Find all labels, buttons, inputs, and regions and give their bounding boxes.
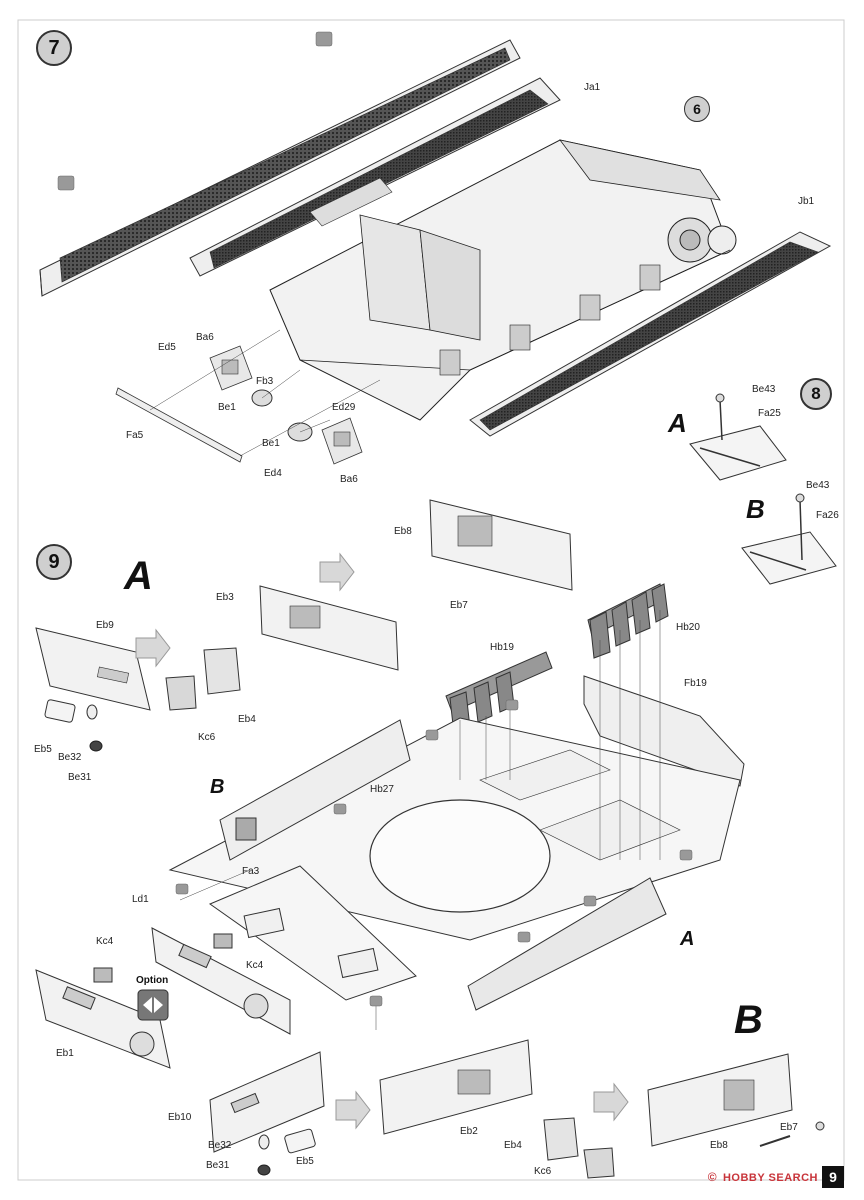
label-eb5-top: Eb5: [34, 744, 52, 755]
part-ld1: [151, 927, 291, 1035]
guide-lines-step9: [179, 610, 661, 1030]
hull-body: [269, 139, 737, 421]
hatch-fa25: [689, 393, 787, 481]
label-hb19: Hb19: [490, 642, 514, 653]
arrow-a-1: [135, 628, 171, 668]
label-ba6-low: Ba6: [340, 474, 358, 485]
label-be32-top: Be32: [58, 752, 82, 763]
plate-eb10: [209, 1051, 325, 1153]
label-eb10: Eb10: [168, 1112, 192, 1123]
label-eb4-top: Eb4: [238, 714, 256, 725]
plate-b-finished: [647, 1053, 825, 1147]
label-ba6-top: Ba6: [196, 332, 214, 343]
label-kc6-top: Kc6: [198, 732, 216, 743]
part-ba6-lower: [321, 417, 363, 465]
label-fa3: Fa3: [242, 866, 260, 877]
label-eb8-low: Eb8: [710, 1140, 728, 1151]
step-9-number: 9: [36, 544, 72, 580]
label-fa26: Fa26: [816, 510, 839, 521]
label-fa25: Fa25: [758, 408, 781, 419]
variant-a-side: A: [680, 928, 695, 950]
label-be43-b: Be43: [806, 480, 830, 491]
label-be1-top: Be1: [218, 402, 236, 413]
label-kc6-low: Kc6: [534, 1166, 552, 1177]
variant-b-step8: B: [746, 494, 765, 524]
variant-a-heading: A: [124, 554, 153, 598]
label-ld1: Ld1: [132, 894, 149, 905]
part-eb5-lower: [284, 1128, 316, 1154]
plate-eb3-assembly: [165, 585, 399, 711]
label-be1-low: Be1: [262, 438, 280, 449]
label-be32-low: Be32: [208, 1140, 232, 1151]
label-eb7-low: Eb7: [780, 1122, 798, 1133]
page-border: [17, 19, 845, 1181]
label-ja1: Ja1: [584, 82, 601, 93]
label-fb19: Fb19: [684, 678, 707, 689]
label-hb27: Hb27: [370, 784, 394, 795]
guide-lines-step7: [149, 329, 381, 457]
watermark: © HOBBY SEARCH: [708, 1170, 818, 1184]
variant-b-side: B: [210, 776, 225, 798]
label-ed4: Ed4: [264, 468, 282, 479]
plate-eb9: [35, 627, 151, 711]
label-eb5-low: Eb5: [296, 1156, 314, 1167]
label-ed29: Ed29: [332, 402, 356, 413]
fender-ja1-assembly: [189, 77, 561, 277]
label-eb3: Eb3: [216, 592, 234, 603]
label-be31-low: Be31: [206, 1160, 230, 1171]
side-panel-b: [219, 719, 411, 861]
arrow-b-2: [593, 1082, 629, 1122]
label-eb9: Eb9: [96, 620, 114, 631]
part-fa5: [115, 387, 243, 463]
step-7-number: 7: [36, 30, 72, 66]
label-kc4-b: Kc4: [246, 960, 264, 971]
part-be32-be31-upper: [86, 704, 103, 752]
label-eb7-top: Eb7: [450, 600, 468, 611]
hatch-fa26: [741, 493, 837, 585]
label-eb8-top: Eb8: [394, 526, 412, 537]
direction-markers: [57, 31, 693, 1007]
side-panel-a: [467, 877, 667, 1011]
step-6-reference: 6: [684, 96, 710, 122]
part-ba6-upper: [209, 345, 253, 391]
page-number: 9: [822, 1166, 844, 1188]
option-icon: [137, 989, 169, 1021]
fender-jb1-assembly: [469, 231, 832, 437]
part-eb5-upper: [44, 699, 76, 723]
label-ed5-top: Ed5: [158, 342, 176, 353]
variant-a-step8: A: [668, 408, 687, 438]
label-eb2: Eb2: [460, 1126, 478, 1137]
arrow-a-2: [319, 552, 355, 592]
plate-a-finished: [429, 499, 573, 591]
label-fa5: Fa5: [126, 430, 144, 441]
label-hb20: Hb20: [676, 622, 700, 633]
label-be43-a: Be43: [752, 384, 776, 395]
watermark-prefix: ©: [707, 1170, 721, 1184]
label-eb4-low: Eb4: [504, 1140, 522, 1151]
part-be32-be31-lower: [257, 1134, 271, 1176]
part-hb20: [587, 583, 669, 659]
step-8-number: 8: [800, 378, 832, 410]
part-fa3: [208, 865, 417, 1001]
plate-eb2-assembly: [379, 1039, 615, 1179]
watermark-text: HOBBY SEARCH: [722, 1172, 818, 1184]
label-be31-top: Be31: [68, 772, 92, 783]
part-eb1: [35, 967, 171, 1069]
arrow-b-1: [335, 1090, 371, 1130]
option-label: Option: [136, 975, 169, 986]
label-jb1: Jb1: [798, 196, 815, 207]
label-eb1: Eb1: [56, 1048, 74, 1059]
label-fb3: Fb3: [256, 376, 274, 387]
part-fb19: [583, 675, 745, 787]
fender-left-assembly: [39, 39, 521, 297]
label-kc4-a: Kc4: [96, 936, 114, 947]
variant-b-heading: B: [734, 998, 763, 1042]
